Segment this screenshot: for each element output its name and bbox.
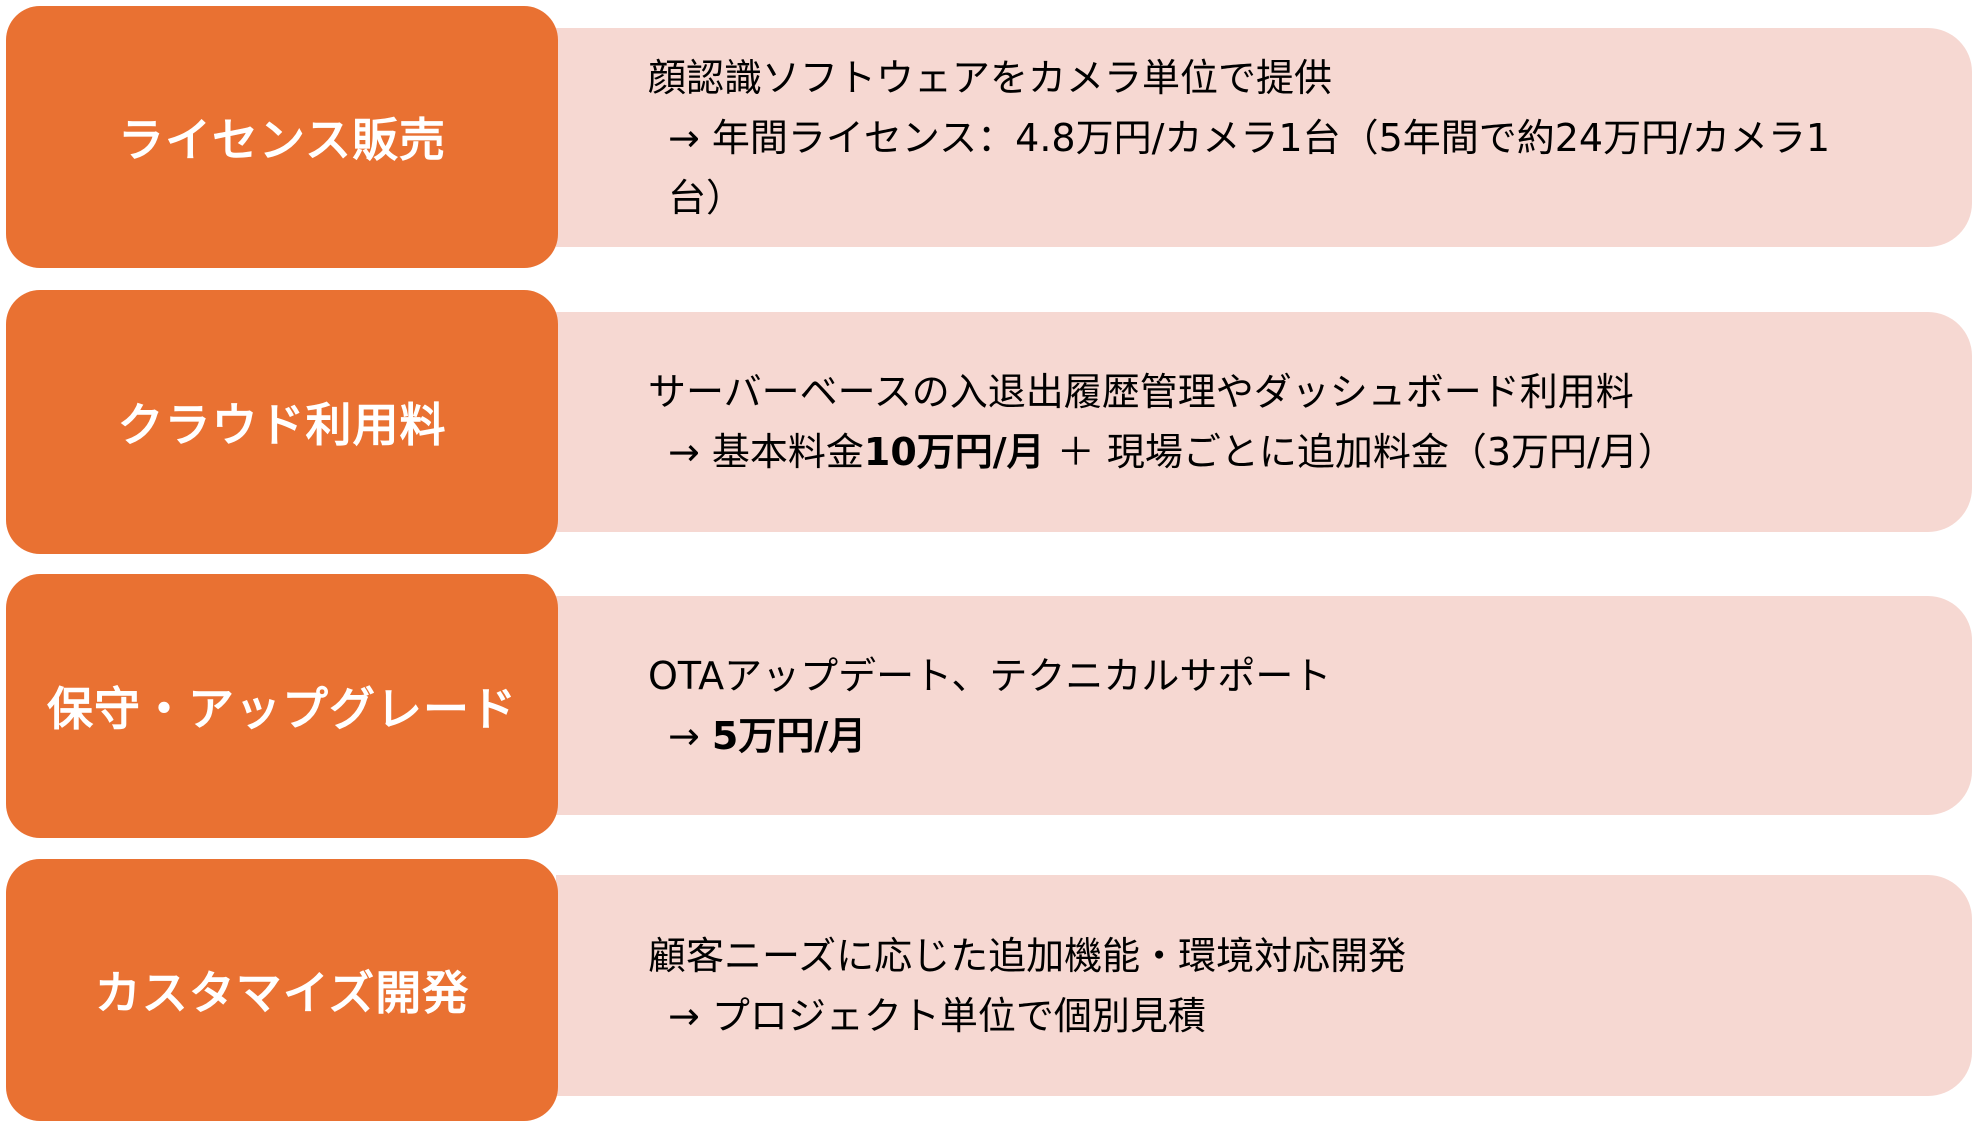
category-label: クラウド利用料 [6,290,558,554]
category-description: 顔認識ソフトウェアをカメラ単位で提供 → 年間ライセンス：4.8万円/カメラ1台… [556,28,1972,247]
category-label: カスタマイズ開発 [6,859,558,1121]
category-description: サーバーベースの入退出履歴管理やダッシュボード利用料 → 基本料金10万円/月 … [556,312,1972,532]
category-description: 顧客ニーズに応じた追加機能・環境対応開発 → プロジェクト単位で個別見積 [556,875,1972,1096]
pricing-prefix: → 基本料金 [668,430,864,474]
description-line: OTAアップデート、テクニカルサポート [648,653,1332,698]
pricing-line: → 年間ライセンス：4.8万円/カメラ1台（5年間で約24万円/カメラ1台） [668,115,1831,220]
category-label: 保守・アップグレード [6,574,558,838]
description-line: 顧客ニーズに応じた追加機能・環境対応開発 [648,933,1407,978]
pricing-suffix: ＋ 現場ごとに追加料金（3万円/月） [1044,430,1676,474]
pricing-line: → 5万円/月 [648,706,1832,766]
category-label: ライセンス販売 [6,6,558,268]
pricing-amount: 5万円/月 [711,713,867,758]
description-line: 顔認識ソフトウェアをカメラ単位で提供 [648,55,1333,100]
pricing-line: → プロジェクト単位で個別見積 [668,993,1206,1038]
pricing-prefix: → [668,713,712,758]
description-line: サーバーベースの入退出履歴管理やダッシュボード利用料 [648,370,1634,414]
pricing-amount: 10万円/月 [863,430,1045,474]
category-description: OTAアップデート、テクニカルサポート → 5万円/月 [556,596,1972,815]
pricing-line: → 基本料金10万円/月 ＋ 現場ごとに追加料金（3万円/月） [648,422,1832,482]
